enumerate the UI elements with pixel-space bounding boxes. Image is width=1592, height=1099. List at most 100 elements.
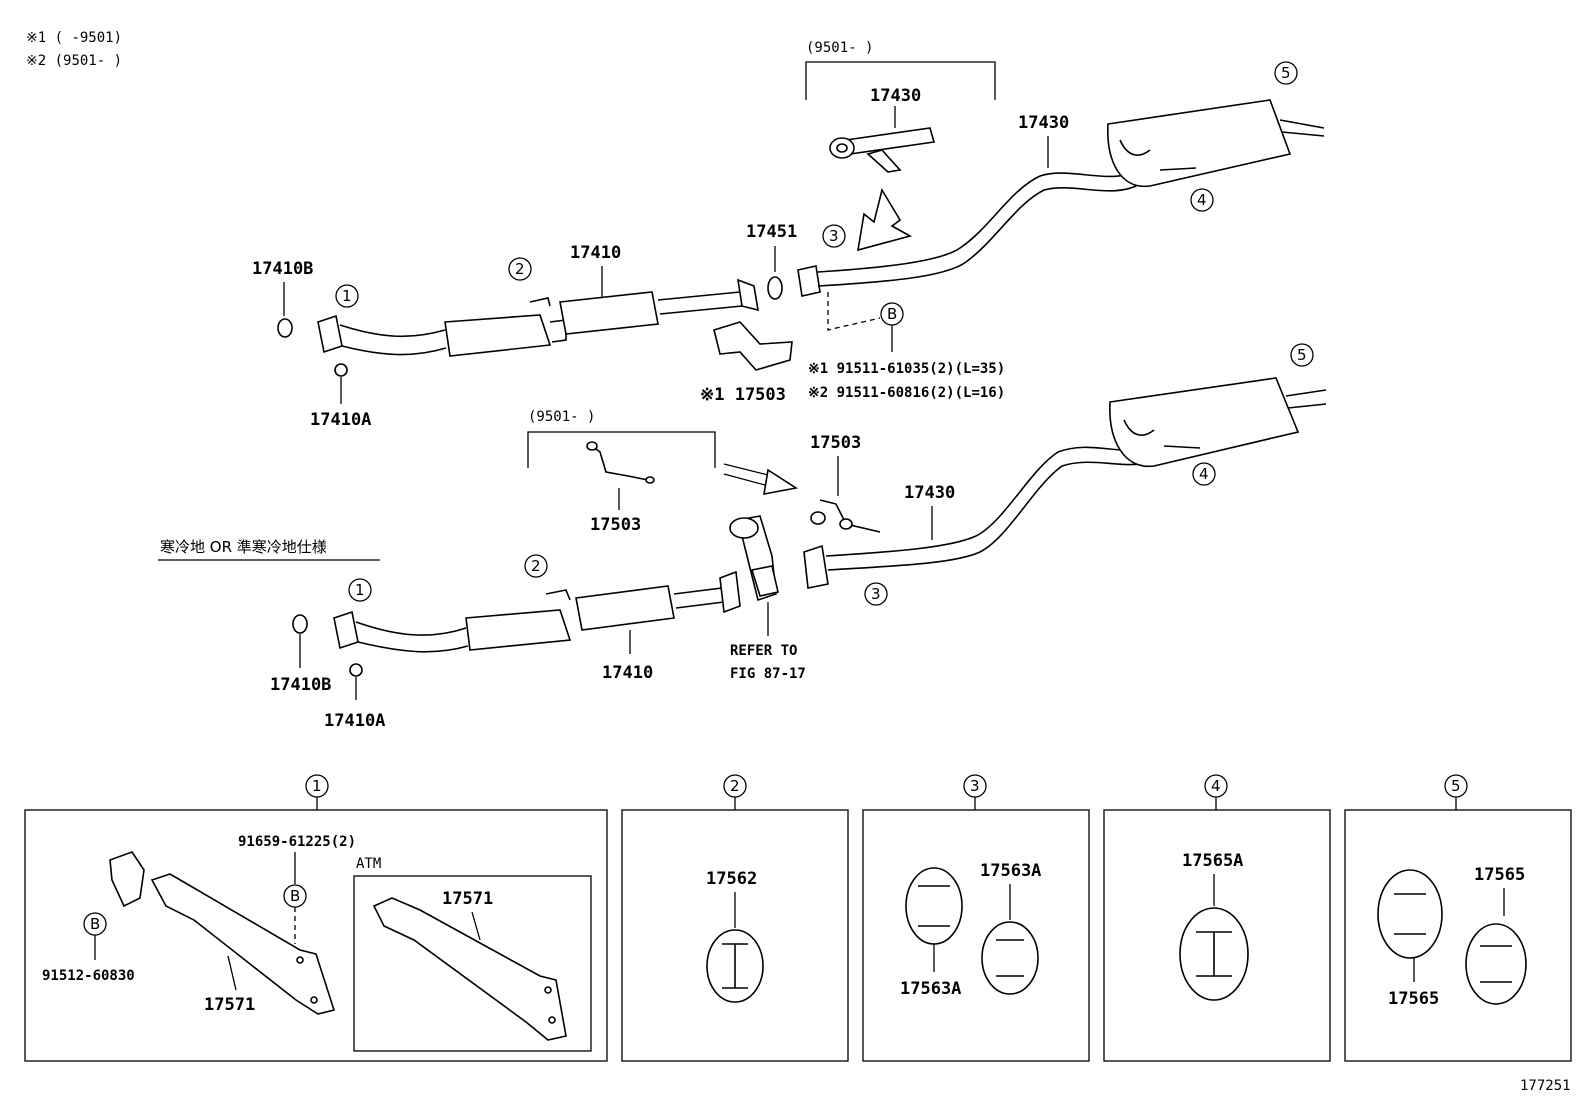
bolt-note-2: ※2 91511-60816(2)(L=16) <box>808 385 1005 401</box>
part-17430-top: 17430 <box>1018 113 1069 133</box>
atm-bracket <box>372 897 567 1041</box>
rubber-hanger-17563A-1 <box>905 867 963 945</box>
callout-5-label: 5 <box>1297 346 1307 364</box>
callout-1-label: 1 <box>342 287 352 305</box>
callout-2 <box>508 257 532 281</box>
center-pipe-17410-top <box>529 278 759 335</box>
detail-callout-5-label: 5 <box>1451 777 1461 795</box>
detail-box-1 <box>24 809 608 1062</box>
center-pipe-17410-bottom <box>545 570 741 631</box>
callout-b-label: B <box>290 887 300 905</box>
rubber-hanger-17563A-2 <box>981 921 1039 995</box>
bolt-note-1: ※1 91511-61035(2)(L=35) <box>808 361 1005 377</box>
gasket-17410B <box>277 318 293 338</box>
atm-label: ATM <box>356 856 381 872</box>
figure-id: 177251 <box>1520 1078 1571 1094</box>
part-17565-left: 17565 <box>1388 989 1439 1009</box>
callout-b-label: B <box>90 915 100 933</box>
rubber-hanger-17562 <box>706 929 764 1003</box>
bolt-91512: 91512-60830 <box>42 968 135 984</box>
callout-1-label: 1 <box>355 581 365 599</box>
part-17410A-bottom: 17410A <box>324 711 385 731</box>
callout-2 <box>524 554 548 578</box>
heat-shield-bracket <box>109 851 336 1015</box>
part-17410A-top: 17410A <box>310 410 371 430</box>
tail-pipe-17430-bottom <box>803 446 1151 589</box>
arrow-icon <box>857 187 913 252</box>
nut-17410A <box>349 663 363 677</box>
part-17565A: 17565A <box>1182 851 1243 871</box>
part-17563A-bottom: 17563A <box>900 979 961 999</box>
leader-dashed <box>827 292 881 331</box>
callout-3 <box>822 224 846 248</box>
detail-callout-3-label: 3 <box>970 777 980 795</box>
note-2: ※2 (9501- ) <box>26 53 122 69</box>
callout-b-label: B <box>887 305 897 323</box>
part-17410B-bottom: 17410B <box>270 675 331 695</box>
rubber-hanger-17565-2 <box>1465 923 1527 1005</box>
refer-line-1: REFER TO <box>730 643 797 659</box>
callout-2-label: 2 <box>515 260 525 278</box>
callout-5-label: 5 <box>1281 64 1291 82</box>
detail-box-5 <box>1344 809 1572 1062</box>
front-pipe-top <box>317 314 567 357</box>
callout-1 <box>348 578 372 602</box>
part-17410-bottom: 17410 <box>602 663 653 683</box>
leader <box>471 911 481 941</box>
inset-bracket-top <box>805 61 996 100</box>
bracket-17503-top <box>713 321 793 371</box>
part-17430-bottom: 17430 <box>904 483 955 503</box>
part-17571-atm: 17571 <box>442 889 493 909</box>
gasket-17410B <box>292 614 308 634</box>
detail-box-3 <box>862 809 1090 1062</box>
rubber-hanger-17565-1 <box>1377 869 1443 959</box>
inset-bracket-17503 <box>586 441 655 484</box>
leader <box>227 955 237 991</box>
bolt-91659: 91659-61225(2) <box>238 834 356 850</box>
callout-3-label: 3 <box>871 585 881 603</box>
part-17503-top: ※1 17503 <box>700 385 786 405</box>
inset-bracket-bottom <box>527 431 716 468</box>
part-17430-inset: 17430 <box>870 86 921 106</box>
muffler-bottom <box>1109 377 1327 468</box>
part-17562: 17562 <box>706 869 757 889</box>
front-pipe-bottom <box>333 609 572 653</box>
atm-box <box>353 875 592 1052</box>
region-label: 寒冷地 OR 準寒冷地仕様 <box>160 538 327 556</box>
part-17410B-top: 17410B <box>252 259 313 279</box>
callout-4 <box>1190 188 1214 212</box>
callout-4-label: 4 <box>1197 191 1207 209</box>
callout-2-label: 2 <box>531 557 541 575</box>
range-label-bottom: (9501- ) <box>528 409 595 425</box>
part-17503-bottom: 17503 <box>810 433 861 453</box>
callout-1 <box>335 284 359 308</box>
detail-box-2 <box>621 809 849 1062</box>
note-1: ※1 ( -9501) <box>26 30 122 46</box>
part-17503-inset: 17503 <box>590 515 641 535</box>
detail-callout-2-label: 2 <box>730 777 740 795</box>
gasket-17451 <box>767 276 783 300</box>
detail-callout-1-label: 1 <box>312 777 322 795</box>
tail-pipe-17430-top <box>797 169 1141 297</box>
callout-5 <box>1290 343 1314 367</box>
muffler-top <box>1107 99 1325 188</box>
range-label-top: (9501- ) <box>806 40 873 56</box>
callout-4-label: 4 <box>1199 465 1209 483</box>
part-17565-right: 17565 <box>1474 865 1525 885</box>
callout-5 <box>1274 61 1298 85</box>
rubber-hanger-17565A <box>1179 907 1249 1001</box>
converter-refer-fig <box>729 515 779 602</box>
detail-box-4 <box>1103 809 1331 1062</box>
detail-callout-4-label: 4 <box>1211 777 1221 795</box>
inset-pipe-17430 <box>829 127 936 173</box>
part-17571: 17571 <box>204 995 255 1015</box>
callout-4 <box>1192 462 1216 486</box>
part-17451: 17451 <box>746 222 797 242</box>
bracket-17503-bottom <box>810 499 881 533</box>
callout-3 <box>864 582 888 606</box>
refer-line-2: FIG 87-17 <box>730 666 806 682</box>
part-17410-top: 17410 <box>570 243 621 263</box>
part-17563A-top: 17563A <box>980 861 1041 881</box>
